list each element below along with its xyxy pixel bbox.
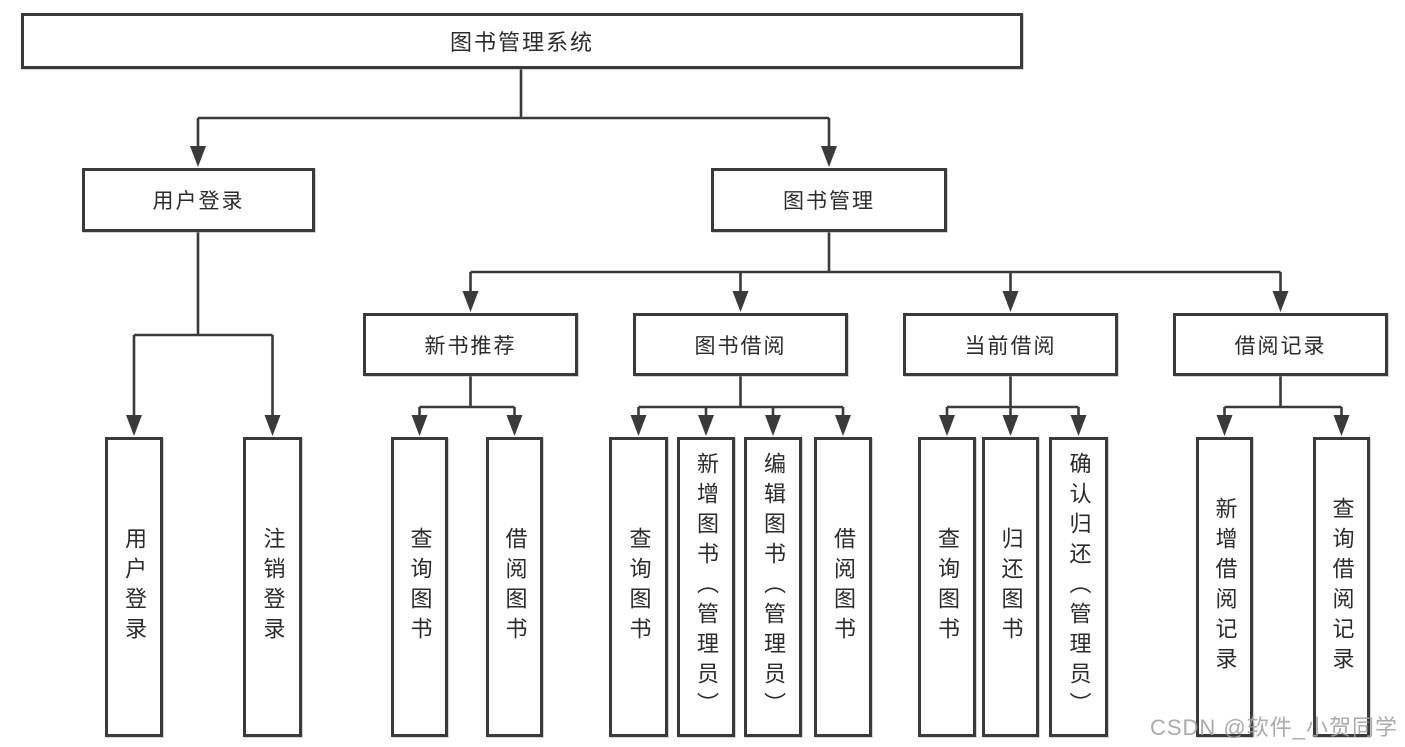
node-leaf-confirm-return-admin-label: 确认归还（管理员） bbox=[1066, 452, 1092, 722]
arrowhead-icon bbox=[630, 415, 647, 436]
arrowhead-icon bbox=[411, 415, 428, 436]
node-leaf-query-books-borrowing-label: 查询图书 bbox=[626, 527, 652, 647]
connector-book-management-children bbox=[462, 232, 1289, 312]
node-leaf-query-books-current-label: 查询图书 bbox=[935, 527, 960, 647]
node-leaf-user-login: 用户登录 bbox=[105, 437, 163, 737]
node-leaf-logout: 注销登录 bbox=[243, 437, 302, 737]
node-book-borrowing-label: 图书借阅 bbox=[694, 334, 787, 358]
connector-current-borrowing-children bbox=[939, 376, 1087, 436]
node-leaf-query-borrow-record-label: 查询借阅记录 bbox=[1329, 497, 1355, 677]
node-leaf-edit-books-admin: 编辑图书（管理员） bbox=[744, 437, 802, 737]
node-leaf-return-books-label: 归还图书 bbox=[998, 527, 1024, 647]
node-leaf-borrow-books: 借阅图书 bbox=[814, 437, 872, 737]
node-system-root-label: 图书管理系统 bbox=[449, 30, 594, 55]
arrowhead-icon bbox=[1070, 415, 1087, 436]
connector-root-to-level2 bbox=[190, 69, 837, 167]
connector-new-book-children bbox=[411, 376, 523, 436]
node-user-login: 用户登录 bbox=[82, 168, 315, 232]
arrowhead-icon bbox=[1272, 291, 1289, 312]
node-book-borrowing: 图书借阅 bbox=[633, 313, 848, 376]
arrowhead-icon bbox=[462, 291, 479, 312]
node-leaf-query-books-current: 查询图书 bbox=[918, 437, 976, 737]
node-leaf-query-books-recommend: 查询图书 bbox=[391, 437, 448, 737]
node-book-management-label: 图书管理 bbox=[783, 190, 875, 213]
connector-book-borrowing-children bbox=[630, 376, 851, 436]
node-user-login-label: 用户登录 bbox=[152, 190, 245, 213]
csdn-watermark: CSDN @软件_小贺同学 bbox=[1149, 715, 1398, 740]
connector-borrow-records-children bbox=[1216, 376, 1350, 436]
node-leaf-query-books-recommend-label: 查询图书 bbox=[407, 527, 433, 647]
node-leaf-user-login-label: 用户登录 bbox=[122, 527, 147, 647]
arrowhead-icon bbox=[732, 291, 749, 312]
node-leaf-add-books-admin: 新增图书（管理员） bbox=[677, 437, 735, 737]
node-leaf-add-books-admin-label: 新增图书（管理员） bbox=[694, 452, 719, 722]
node-book-management: 图书管理 bbox=[711, 168, 947, 232]
node-new-book-recommend-label: 新书推荐 bbox=[424, 334, 517, 358]
node-borrow-records-label: 借阅记录 bbox=[1234, 334, 1327, 358]
arrowhead-icon bbox=[1002, 291, 1019, 312]
node-leaf-logout-label: 注销登录 bbox=[260, 527, 286, 647]
node-leaf-query-borrow-record: 查询借阅记录 bbox=[1313, 437, 1370, 737]
arrowhead-icon bbox=[821, 146, 837, 167]
arrowhead-icon bbox=[1216, 415, 1233, 436]
arrowhead-icon bbox=[1333, 415, 1350, 436]
node-system-root: 图书管理系统 bbox=[21, 13, 1023, 69]
node-leaf-add-borrow-record: 新增借阅记录 bbox=[1196, 437, 1253, 737]
node-leaf-query-books-borrowing: 查询图书 bbox=[609, 437, 668, 737]
connector-user-login-children bbox=[126, 232, 281, 436]
node-leaf-add-borrow-record-label: 新增借阅记录 bbox=[1212, 497, 1238, 677]
arrowhead-icon bbox=[190, 146, 206, 167]
node-leaf-return-books: 归还图书 bbox=[982, 437, 1039, 737]
node-leaf-borrow-books-recommend: 借阅图书 bbox=[486, 437, 543, 737]
node-leaf-borrow-books-recommend-label: 借阅图书 bbox=[502, 527, 528, 647]
node-current-borrowing: 当前借阅 bbox=[903, 313, 1118, 376]
node-leaf-borrow-books-label: 借阅图书 bbox=[831, 527, 856, 647]
arrowhead-icon bbox=[1002, 415, 1019, 436]
arrowhead-icon bbox=[264, 415, 281, 436]
node-leaf-confirm-return-admin: 确认归还（管理员） bbox=[1049, 437, 1108, 737]
arrowhead-icon bbox=[835, 415, 851, 436]
node-new-book-recommend: 新书推荐 bbox=[363, 313, 578, 376]
arrowhead-icon bbox=[126, 415, 142, 436]
node-leaf-edit-books-admin-label: 编辑图书（管理员） bbox=[761, 452, 786, 722]
node-current-borrowing-label: 当前借阅 bbox=[964, 334, 1057, 358]
arrowhead-icon bbox=[698, 415, 714, 436]
node-borrow-records: 借阅记录 bbox=[1173, 313, 1388, 376]
arrowhead-icon bbox=[765, 415, 781, 436]
arrowhead-icon bbox=[939, 415, 955, 436]
arrowhead-icon bbox=[506, 415, 523, 436]
